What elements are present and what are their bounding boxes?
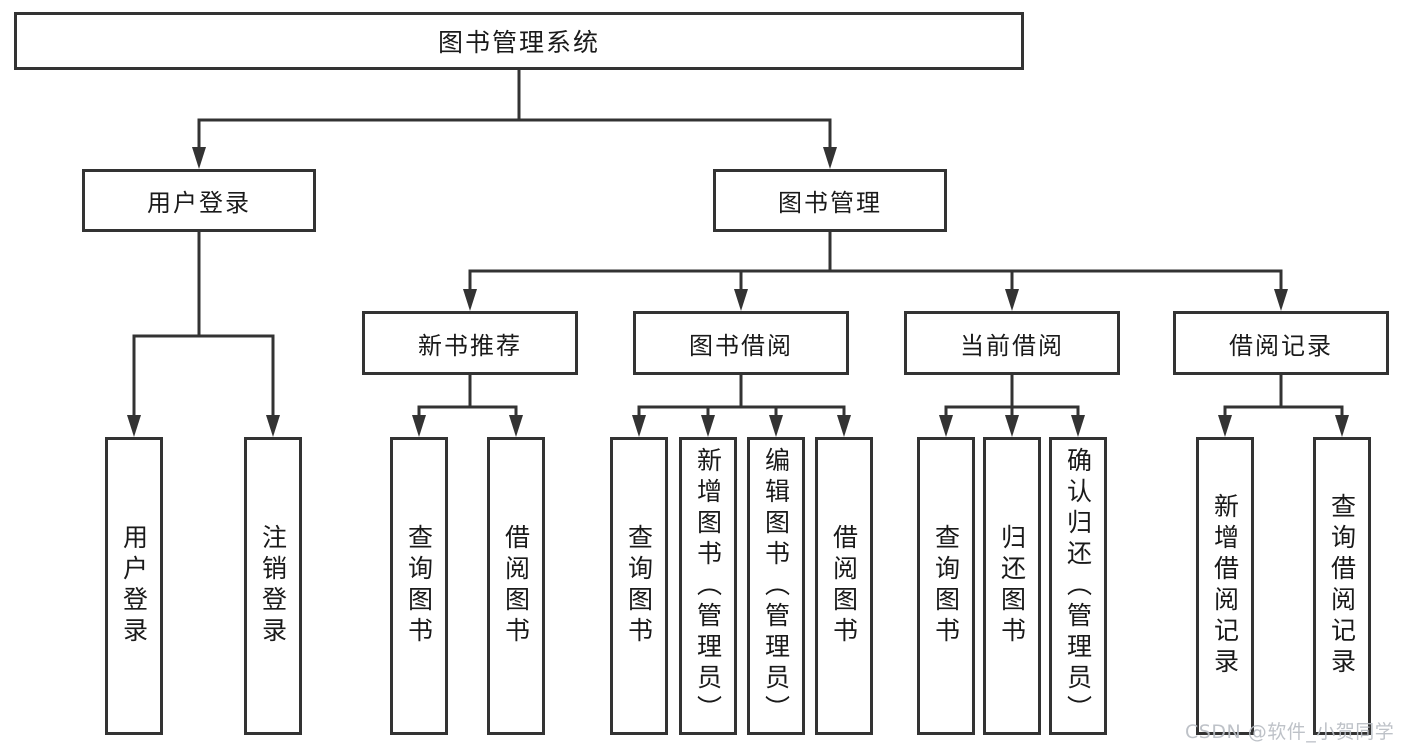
leaf-query-books-borrow: 查询图书 — [610, 437, 668, 735]
leaf-add-books-admin: 新增图书（管理员） — [679, 437, 737, 735]
leaf-label: 编辑图书（管理员） — [761, 446, 791, 726]
node-label: 图书借阅 — [689, 331, 793, 360]
arrowheads — [127, 147, 1349, 437]
leaf-query-borrow-record: 查询借阅记录 — [1313, 437, 1371, 735]
leaf-label: 归还图书 — [997, 524, 1027, 648]
node-label: 当前借阅 — [960, 331, 1064, 360]
node-label: 用户登录 — [147, 189, 251, 217]
leaf-edit-books-admin: 编辑图书（管理员） — [747, 437, 805, 735]
node-label: 新书推荐 — [418, 331, 522, 360]
node-borrow-record: 借阅记录 — [1173, 311, 1389, 375]
leaf-label: 确认归还（管理员） — [1063, 446, 1093, 726]
leaf-add-borrow-record: 新增借阅记录 — [1196, 437, 1254, 735]
leaf-borrow-books-recommend: 借阅图书 — [487, 437, 545, 735]
leaf-return-books: 归还图书 — [983, 437, 1041, 735]
leaf-label: 查询借阅记录 — [1327, 493, 1357, 679]
node-label: 图书管理系统 — [437, 28, 600, 57]
node-current-borrow: 当前借阅 — [904, 311, 1120, 375]
node-book-management: 图书管理 — [713, 169, 947, 232]
csdn-watermark: CSDN @软件_小贺同学 — [1185, 721, 1395, 743]
leaf-label: 借阅图书 — [501, 524, 531, 648]
node-book-borrow: 图书借阅 — [633, 311, 849, 375]
node-new-book-recommend: 新书推荐 — [362, 311, 578, 375]
node-library-management-system: 图书管理系统 — [14, 12, 1024, 70]
leaf-user-login: 用户登录 — [105, 437, 163, 735]
leaf-label: 借阅图书 — [829, 524, 859, 648]
leaf-label: 查询图书 — [404, 524, 434, 648]
leaf-label: 新增图书（管理员） — [693, 446, 723, 726]
leaf-query-books-recommend: 查询图书 — [390, 437, 448, 735]
leaf-borrow-books: 借阅图书 — [815, 437, 873, 735]
node-label: 图书管理 — [778, 189, 882, 217]
leaf-logout: 注销登录 — [244, 437, 302, 735]
node-user-login: 用户登录 — [82, 169, 316, 232]
node-label: 借阅记录 — [1229, 331, 1333, 360]
leaf-label: 查询图书 — [931, 524, 961, 648]
leaf-label: 用户登录 — [119, 524, 149, 648]
leaf-query-books-current: 查询图书 — [917, 437, 975, 735]
leaf-label: 注销登录 — [258, 524, 288, 648]
leaf-confirm-return-admin: 确认归还（管理员） — [1049, 437, 1107, 735]
leaf-label: 查询图书 — [624, 524, 654, 648]
leaf-label: 新增借阅记录 — [1210, 493, 1240, 679]
